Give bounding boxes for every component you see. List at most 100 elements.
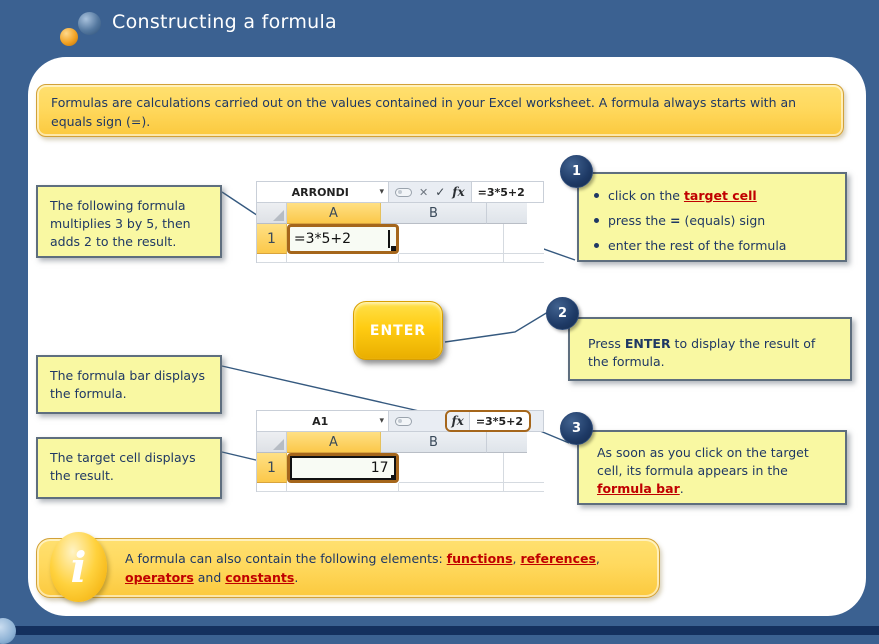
collapse-handle-icon: [395, 416, 412, 426]
excel-screenshot-result: A1 ▾ fx =3*5+2 A B 1 17: [256, 410, 544, 492]
cell-a1-value: =3*5+2: [293, 231, 352, 247]
cancel-icon: ✕: [419, 185, 429, 199]
column-header-a: A: [287, 203, 381, 224]
intro-box: Formulas are calculations carried out on…: [36, 84, 844, 137]
partial-row: [256, 483, 544, 492]
step-number: 3: [571, 421, 582, 436]
step-badge-1: 1: [560, 155, 593, 188]
name-box: ARRONDI ▾: [257, 182, 389, 202]
constants-link[interactable]: constants: [225, 570, 295, 586]
cell-a1-highlighted: =3*5+2: [286, 224, 399, 254]
excel-screenshot-editing: ARRONDI ▾ ✕ ✓ fx =3*5+2 A B 1 =3*5+2: [256, 181, 544, 263]
name-box-value: ARRONDI: [291, 185, 349, 199]
insert-function-icon: fx: [451, 414, 464, 428]
cell-b1: [398, 224, 505, 254]
info-icon: i: [50, 532, 107, 602]
row-1: 1 17: [256, 453, 544, 483]
partial-row: [256, 254, 544, 263]
bullet-bold: =: [669, 213, 681, 229]
enter-button[interactable]: ENTER: [353, 301, 443, 360]
bottom-navy-bar: [0, 626, 879, 635]
bullet-text: enter the rest of the formula: [608, 238, 787, 254]
step-number: 2: [557, 306, 568, 321]
step-1-bullet-2: press the = (equals) sign: [591, 212, 835, 230]
bullet-text: click on the: [608, 188, 684, 203]
insert-function-icon: fx: [452, 185, 465, 199]
collapse-handle-icon: [395, 187, 412, 197]
step-box-1: click on the target cell press the = (eq…: [577, 172, 847, 262]
note-formula-explanation: The following formula multiplies 3 by 5,…: [36, 185, 222, 258]
enter-check-icon: ✓: [435, 185, 446, 199]
cell-a1-highlighted: 17: [286, 453, 399, 483]
step-number: 1: [571, 164, 582, 179]
fill-handle: [390, 475, 396, 480]
step-1-bullet-3: enter the rest of the formula: [591, 237, 835, 255]
row-header-1: 1: [257, 453, 287, 483]
column-header-b: B: [381, 432, 487, 453]
step-text: As soon as you click on the target cell,…: [597, 445, 809, 479]
step-badge-2: 2: [546, 297, 579, 330]
footer-text: .: [294, 570, 299, 586]
chevron-down-icon: ▾: [379, 416, 384, 426]
select-all-corner: [257, 432, 287, 453]
cell-a1-value: 17: [370, 460, 389, 476]
references-link[interactable]: references: [520, 551, 596, 566]
bullet-text: press the: [608, 213, 670, 229]
formula-bar-highlight: fx =3*5+2: [444, 410, 531, 432]
column-header-row: A B: [256, 432, 544, 453]
text-caret: [387, 230, 390, 248]
footer-text: A formula can also contain the following…: [125, 551, 447, 566]
column-header-b: B: [381, 203, 487, 224]
formula-bar: ARRONDI ▾ ✕ ✓ fx =3*5+2: [256, 181, 544, 203]
intro-text: Formulas are calculations carried out on…: [51, 95, 797, 129]
step-box-3: As soon as you click on the target cell,…: [577, 430, 847, 505]
column-header-a: A: [287, 432, 381, 453]
fill-handle: [390, 246, 396, 251]
note-formula-bar: The formula bar displays the formula.: [36, 355, 222, 414]
step-text: .: [679, 481, 684, 497]
name-box-value: A1: [312, 414, 329, 428]
corner-sphere-decoration-icon: [0, 618, 16, 644]
operators-link[interactable]: operators: [125, 570, 194, 586]
footer-text: ,: [512, 551, 521, 566]
formula-bar-buttons: fx =3*5+2: [389, 410, 543, 432]
note-text: The target cell displays the result.: [50, 450, 196, 484]
select-all-corner: [257, 203, 287, 224]
note-target-cell: The target cell displays the result.: [36, 437, 222, 499]
functions-link[interactable]: functions: [446, 551, 513, 566]
formula-bar-link[interactable]: formula bar: [597, 481, 680, 497]
name-box: A1 ▾: [257, 411, 389, 431]
formula-bar: A1 ▾ fx =3*5+2: [256, 410, 544, 432]
footer-text: and: [193, 570, 226, 586]
page-title: Constructing a formula: [112, 11, 337, 33]
column-header-row: A B: [256, 203, 544, 224]
step-badge-3: 3: [560, 412, 593, 445]
row-1: 1 =3*5+2: [256, 224, 544, 254]
bullet-text: (equals) sign: [680, 213, 766, 229]
step-bold: ENTER: [624, 336, 671, 351]
cell-b1: [398, 453, 505, 483]
cell-extra: [504, 453, 544, 483]
step-text: Press: [588, 336, 625, 351]
formula-bar-content: =3*5+2: [470, 182, 543, 202]
target-cell-link[interactable]: target cell: [683, 188, 757, 203]
step-text: to display the result of the formula.: [588, 336, 816, 370]
logo-sphere-blue-icon: [78, 12, 101, 35]
footer-info-box: A formula can also contain the following…: [36, 538, 660, 598]
formula-bar-buttons: ✕ ✓ fx: [389, 182, 471, 202]
column-header-extra: [487, 432, 527, 453]
cell-a1-selection: 17: [289, 456, 396, 480]
enter-button-label: ENTER: [369, 322, 427, 339]
cell-extra: [504, 224, 544, 254]
column-header-extra: [487, 203, 527, 224]
formula-bar-content: =3*5+2: [475, 414, 523, 428]
step-1-bullet-1: click on the target cell: [591, 187, 835, 205]
note-text: The formula bar displays the formula.: [50, 368, 205, 402]
footer-text: ,: [595, 551, 600, 566]
chevron-down-icon: ▾: [379, 187, 384, 197]
logo-sphere-orange-icon: [60, 28, 78, 46]
step-1-bullet-list: click on the target cell press the = (eq…: [591, 187, 835, 255]
step-box-2: Press ENTER to display the result of the…: [568, 317, 852, 381]
info-icon-glyph: i: [70, 542, 87, 592]
row-header-1: 1: [257, 224, 287, 254]
